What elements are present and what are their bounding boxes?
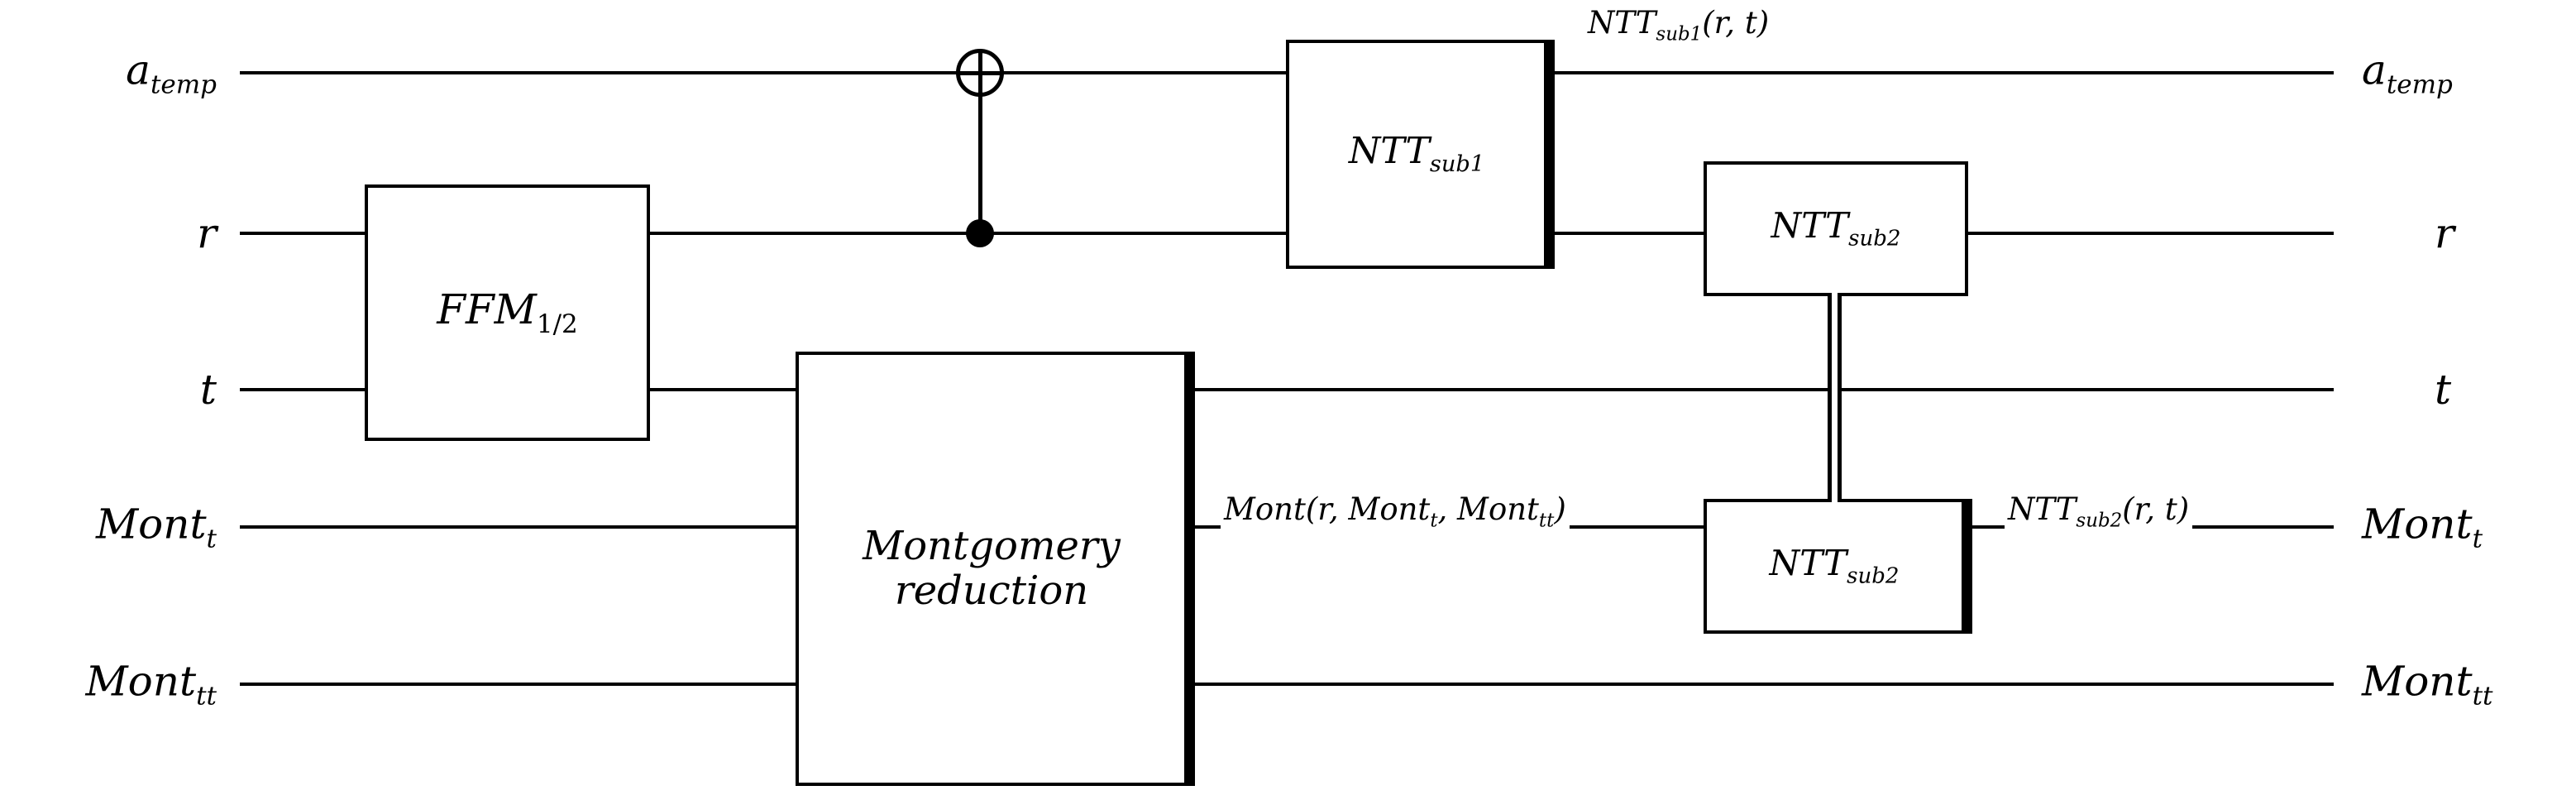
output-label-mont-tt: Monttt — [2362, 658, 2576, 711]
gate-ntt-sub2-bottom-name: NTT — [1769, 543, 1847, 584]
gate-ffm[interactable]: FFM1/2 — [365, 184, 650, 441]
input-label-a-temp-sub: temp — [150, 69, 217, 100]
wire-mont-tt — [240, 683, 2334, 686]
annotation-ntt-sub2-base: NTT — [2008, 491, 2077, 527]
annotation-ntt-sub2-args: (r, t) — [2122, 491, 2190, 527]
annotation-mont-sub-a: t — [1430, 510, 1438, 532]
input-label-t-base: t — [199, 366, 217, 414]
gate-montgomery-reduction[interactable]: Montgomery reduction — [796, 352, 1195, 786]
annotation-ntt-sub1-base: NTT — [1588, 5, 1656, 41]
gate-ntt-sub2-bottom-label: NTTsub2 — [1770, 544, 1900, 589]
gate-ntt-sub1-name: NTT — [1348, 130, 1430, 173]
classical-double-line-link — [1828, 293, 1842, 502]
gate-montgomery-label: Montgomery reduction — [863, 522, 1121, 614]
output-label-mont-t-sub: t — [2472, 524, 2483, 554]
input-label-t: t — [0, 366, 217, 414]
cnot-connector — [978, 73, 982, 235]
output-label-mont-tt-sub: tt — [2472, 681, 2493, 711]
gate-ntt-sub1[interactable]: NTTsub1 — [1286, 40, 1555, 269]
input-label-mont-t-base: Mont — [95, 500, 207, 549]
annotation-mont-args2: , Mont — [1437, 491, 1539, 527]
gate-ntt-sub2-top-subscript: sub2 — [1848, 226, 1901, 251]
input-label-a-temp: atemp — [0, 46, 217, 100]
annotation-ntt-sub2-output: NTTsub2(r, t) — [2005, 491, 2193, 532]
gate-ntt-sub2-bottom-subscript: sub2 — [1847, 563, 1900, 589]
annotation-ntt-sub1-sub: sub1 — [1656, 23, 1703, 46]
cnot-control-dot-icon[interactable] — [966, 219, 994, 247]
input-label-r-base: r — [197, 209, 217, 257]
input-label-mont-tt: Monttt — [0, 658, 217, 711]
gate-ffm-name: FFM — [437, 285, 537, 334]
input-label-mont-tt-sub: tt — [196, 681, 217, 711]
annotation-ntt-sub1-output: NTTsub1(r, t) — [1584, 5, 1773, 46]
cnot-target-icon[interactable] — [956, 49, 1004, 97]
input-label-mont-tt-base: Mont — [85, 657, 197, 706]
input-label-mont-t-sub: t — [206, 524, 217, 554]
output-label-t-base: t — [2435, 366, 2452, 414]
output-label-mont-t: Montt — [2362, 501, 2576, 554]
annotation-mont-base: Mont — [1224, 491, 1306, 527]
output-label-mont-t-base: Mont — [2362, 500, 2473, 549]
annotation-ntt-sub2-sub: sub2 — [2076, 510, 2123, 532]
output-label-r: r — [2435, 209, 2576, 257]
gate-ffm-label: FFM1/2 — [437, 286, 577, 339]
gate-montgomery-line1: Montgomery — [863, 522, 1121, 569]
output-label-a-temp-sub: temp — [2386, 69, 2453, 100]
annotation-mont-output: Mont(r, Montt, Monttt) — [1221, 491, 1570, 532]
output-label-t: t — [2435, 366, 2576, 414]
annotation-mont-args3: ) — [1554, 491, 1566, 527]
input-label-r: r — [0, 209, 217, 257]
gate-ntt-sub1-label: NTTsub1 — [1349, 131, 1484, 177]
output-label-mont-tt-base: Mont — [2362, 657, 2473, 706]
gate-ffm-subscript: 1/2 — [536, 309, 578, 340]
output-label-a-temp: atemp — [2362, 46, 2576, 100]
output-label-r-base: r — [2435, 209, 2454, 257]
input-label-mont-t: Montt — [0, 501, 217, 554]
input-label-a-temp-base: a — [126, 46, 151, 94]
output-label-a-temp-base: a — [2362, 46, 2387, 94]
gate-ntt-sub2-top[interactable]: NTTsub2 — [1704, 161, 1968, 296]
gate-ntt-sub2-bottom[interactable]: NTTsub2 — [1704, 499, 1972, 634]
annotation-mont-args1: (r, Mont — [1305, 491, 1431, 527]
gate-ntt-sub2-top-name: NTT — [1771, 205, 1849, 247]
gate-montgomery-line2: reduction — [894, 567, 1089, 614]
annotation-ntt-sub1-args: (r, t) — [1702, 5, 1770, 41]
gate-ntt-sub1-subscript: sub1 — [1429, 151, 1485, 178]
gate-ntt-sub2-top-label: NTTsub2 — [1771, 206, 1901, 251]
wire-t — [240, 388, 2334, 391]
annotation-mont-sub-b: tt — [1538, 510, 1555, 532]
